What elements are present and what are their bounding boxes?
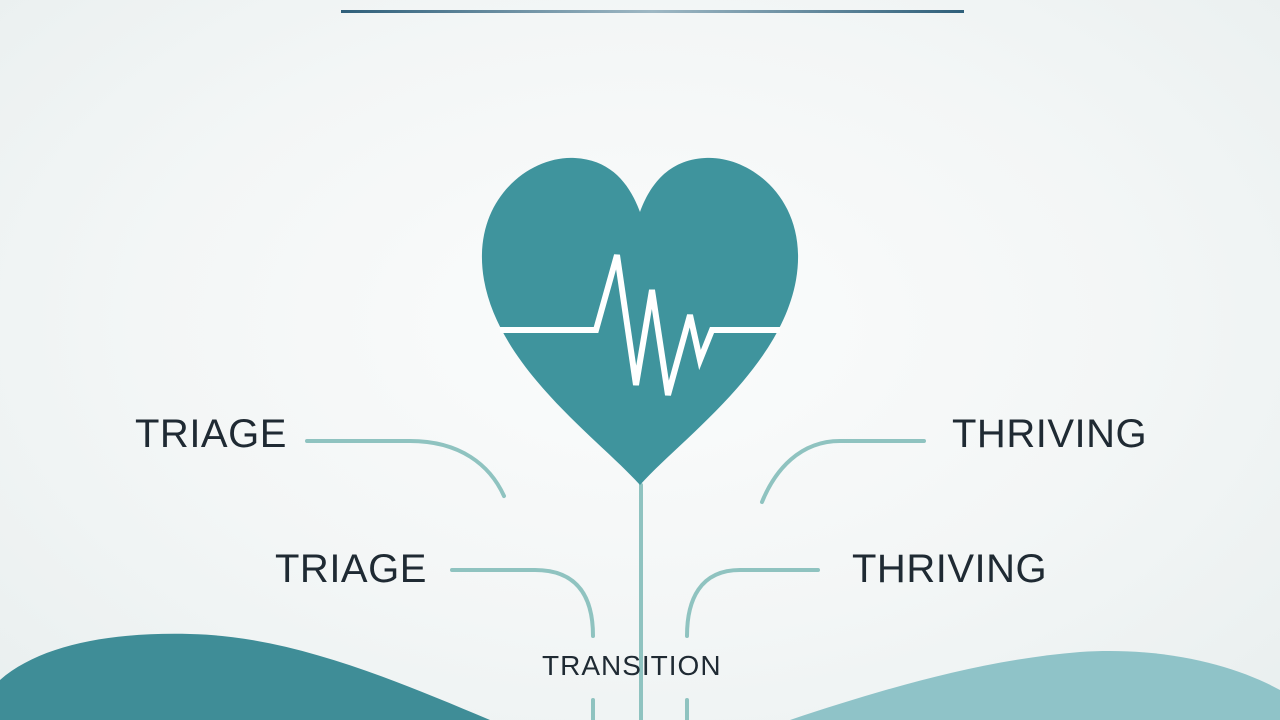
connector-triage-lower bbox=[450, 568, 595, 638]
heart-pulse-icon bbox=[481, 157, 799, 485]
label-triage-upper: TRIAGE bbox=[135, 412, 287, 456]
top-divider bbox=[341, 10, 964, 13]
connector-triage-upper bbox=[305, 439, 506, 498]
wave-right bbox=[790, 650, 1280, 720]
label-transition: TRANSITION bbox=[542, 650, 722, 681]
label-thriving-lower: THRIVING bbox=[852, 547, 1048, 591]
heartbeat-line bbox=[500, 254, 780, 396]
connector-lines bbox=[305, 439, 926, 720]
connector-thriving-lower bbox=[685, 568, 820, 638]
connector-thriving-upper bbox=[760, 439, 926, 504]
label-thriving-upper: THRIVING bbox=[952, 412, 1148, 456]
wave-left bbox=[0, 633, 490, 720]
label-triage-lower: TRIAGE bbox=[275, 547, 427, 591]
heart-shape bbox=[481, 157, 799, 485]
